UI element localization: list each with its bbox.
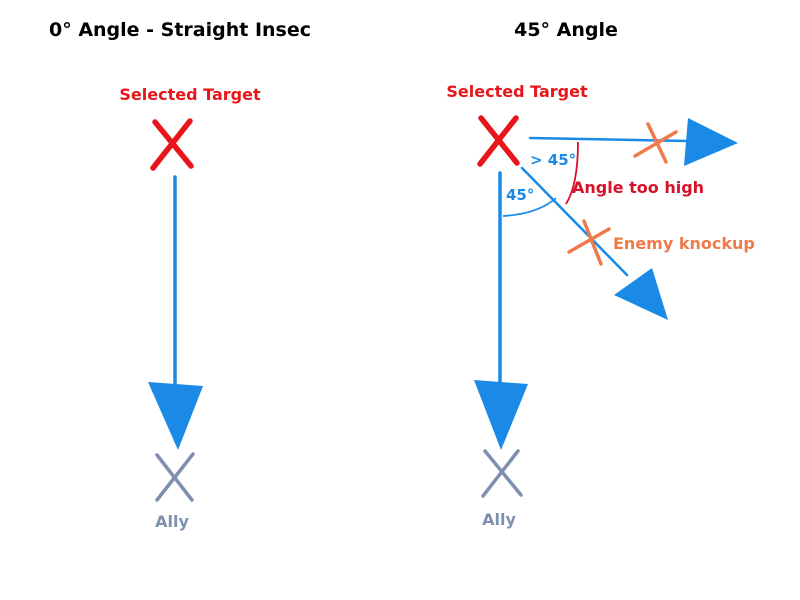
angle-high-label: > 45° [530, 151, 576, 169]
enemy-knockup-label: Enemy knockup [613, 234, 755, 253]
angle-too-high-label: Angle too high [572, 178, 704, 197]
right-ally-x-icon [481, 449, 523, 498]
right-ally-label: Ally [482, 510, 516, 529]
left-arrowhead-icon [148, 382, 203, 450]
angle-too-high-arc [565, 141, 579, 205]
angle-45-label: 45° [506, 186, 534, 204]
right-panel-title: 45° Angle [514, 19, 618, 41]
left-target-label: Selected Target [119, 85, 261, 104]
left-target-x-icon [150, 118, 194, 171]
right-panel: 45° Angle Selected Target Enemy knockup [446, 19, 754, 529]
enemy-x-diagonal-icon [567, 219, 611, 266]
left-ally-label: Ally [155, 512, 189, 531]
left-panel: 0° Angle - Straight Insec Selected Targe… [49, 19, 311, 531]
right-target-x-icon [477, 115, 520, 167]
right-arrowhead-east-icon [684, 118, 738, 166]
right-arrowhead-south-icon [474, 380, 528, 450]
enemy-x-horizontal-icon [633, 122, 678, 164]
left-panel-title: 0° Angle - Straight Insec [49, 19, 311, 41]
left-ally-x-icon [155, 452, 195, 502]
angle-45-arc [502, 197, 557, 217]
right-diagonal-line [520, 166, 629, 277]
right-arrowhead-diagonal-icon [614, 268, 668, 320]
right-target-label: Selected Target [446, 82, 588, 101]
